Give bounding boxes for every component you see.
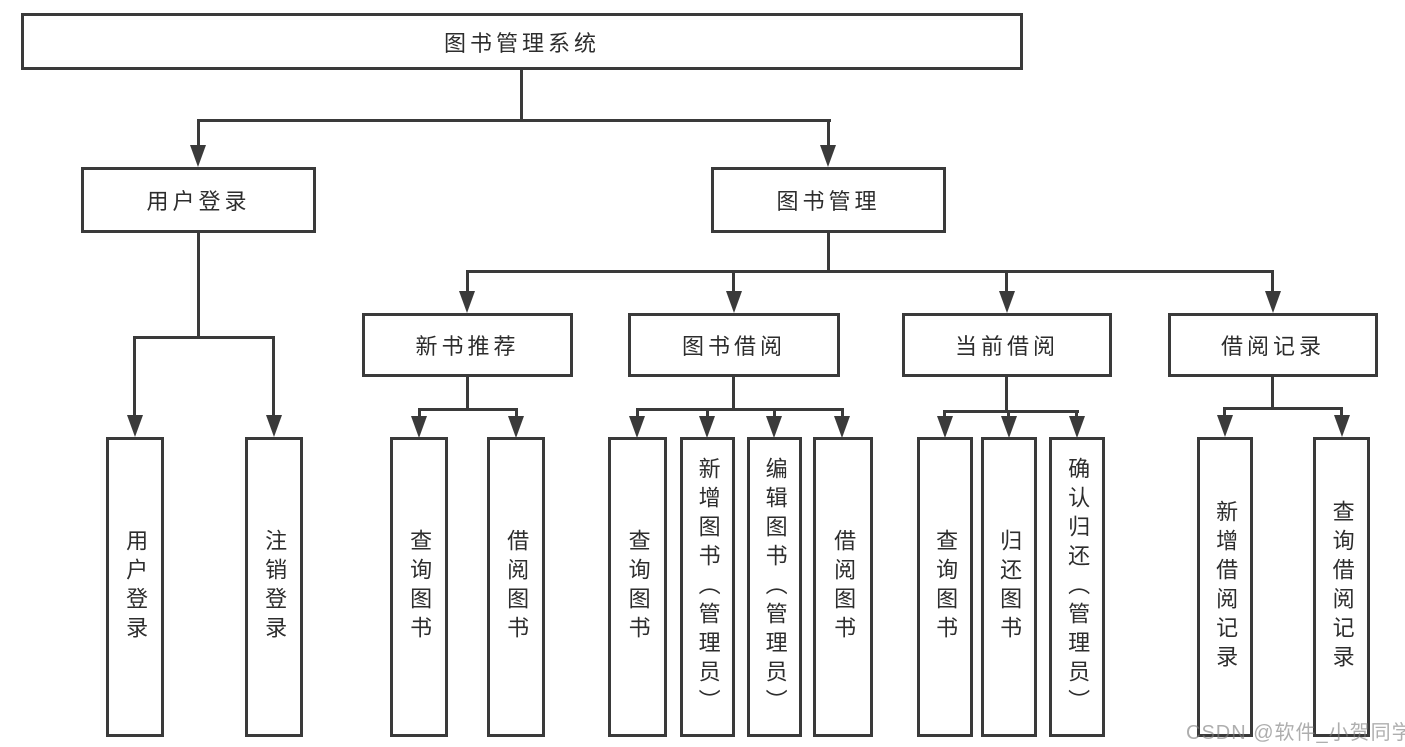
arrowhead-icon — [190, 145, 206, 167]
leaf-confirm-return-admin: 确认归还（管理员） — [1049, 437, 1105, 737]
connector-drop-level3 — [1005, 270, 1008, 293]
arrowhead-icon — [999, 291, 1015, 313]
connector-recommend-bus — [418, 408, 518, 411]
arrowhead-icon — [629, 416, 645, 438]
leaf-edit-books-admin: 编辑图书（管理员） — [747, 437, 802, 737]
leaf-label: 归还图书 — [997, 529, 1023, 645]
connector-current-bus — [943, 410, 1079, 413]
connector-drop-leaf — [133, 336, 136, 418]
connector-level2-bus — [197, 119, 831, 122]
leaf-label: 注销登录 — [262, 529, 288, 645]
connector-drop-leaf — [1075, 410, 1078, 418]
connector-current-stem — [1005, 377, 1008, 412]
leaf-user-login: 用户登录 — [106, 437, 164, 737]
arrowhead-icon — [1265, 291, 1281, 313]
arrowhead-icon — [820, 145, 836, 167]
arrowhead-icon — [834, 416, 850, 438]
leaf-query-books-borrowing: 查询图书 — [608, 437, 667, 737]
connector-drop-leaf — [706, 408, 709, 418]
leaf-query-borrow-record: 查询借阅记录 — [1313, 437, 1370, 737]
arrowhead-icon — [937, 416, 953, 438]
leaf-label: 借阅图书 — [504, 529, 530, 645]
arrowhead-icon — [1217, 415, 1233, 437]
connector-drop-leaf — [418, 408, 421, 418]
connector-drop-level3 — [466, 270, 469, 293]
arrowhead-icon — [1334, 415, 1350, 437]
leaf-label: 借阅图书 — [831, 529, 857, 645]
leaf-label: 新增图书（管理员） — [695, 456, 721, 718]
node-borrowing-records: 借阅记录 — [1168, 313, 1378, 377]
leaf-logout-login: 注销登录 — [245, 437, 303, 737]
leaf-label: 查询图书 — [625, 529, 651, 645]
node-library-system: 图书管理系统 — [21, 13, 1023, 70]
connector-drop-book-management — [827, 119, 830, 147]
connector-drop-leaf — [272, 336, 275, 418]
connector-drop-leaf — [841, 408, 844, 418]
arrowhead-icon — [411, 416, 427, 438]
arrowhead-icon — [127, 415, 143, 437]
arrowhead-icon — [266, 415, 282, 437]
leaf-label: 查询借阅记录 — [1329, 500, 1355, 674]
leaf-query-books-recommend: 查询图书 — [390, 437, 448, 737]
leaf-label: 确认归还（管理员） — [1065, 456, 1091, 718]
connector-records-stem — [1271, 377, 1274, 409]
connector-login-stem — [197, 233, 200, 338]
node-new-book-recommend: 新书推荐 — [362, 313, 573, 377]
leaf-borrow-books-borrowing: 借阅图书 — [813, 437, 873, 737]
arrowhead-icon — [699, 416, 715, 438]
node-user-login: 用户登录 — [81, 167, 316, 233]
leaf-query-books-current: 查询图书 — [917, 437, 973, 737]
watermark-text: CSDN @软件_小贺同学 — [1186, 722, 1405, 744]
connector-drop-leaf — [943, 410, 946, 418]
connector-drop-level3 — [1271, 270, 1274, 293]
arrowhead-icon — [508, 416, 524, 438]
arrowhead-icon — [726, 291, 742, 313]
leaf-label: 编辑图书（管理员） — [762, 456, 788, 718]
leaf-borrow-books-recommend: 借阅图书 — [487, 437, 545, 737]
connector-drop-leaf — [515, 408, 518, 418]
connector-drop-level3 — [732, 270, 735, 293]
node-book-management: 图书管理 — [711, 167, 946, 233]
arrowhead-icon — [766, 416, 782, 438]
connector-borrowing-stem — [732, 377, 735, 410]
connector-root-stem — [520, 70, 523, 119]
connector-drop-leaf — [1223, 407, 1226, 417]
leaf-add-books-admin: 新增图书（管理员） — [680, 437, 735, 737]
leaf-label: 查询图书 — [407, 529, 433, 645]
leaf-label: 新增借阅记录 — [1213, 500, 1239, 674]
connector-drop-leaf — [1007, 410, 1010, 418]
connector-drop-user-login — [197, 119, 200, 147]
arrowhead-icon — [1001, 416, 1017, 438]
leaf-add-borrow-record: 新增借阅记录 — [1197, 437, 1253, 737]
connector-book-mgmt-stem — [827, 233, 830, 272]
node-current-borrowing: 当前借阅 — [902, 313, 1112, 377]
leaf-return-books: 归还图书 — [981, 437, 1037, 737]
connector-level3-bus — [466, 270, 1274, 273]
connector-login-bus — [133, 336, 275, 339]
node-book-borrowing: 图书借阅 — [628, 313, 840, 377]
connector-borrowing-bus — [636, 408, 844, 411]
connector-drop-leaf — [636, 408, 639, 418]
connector-records-bus — [1223, 407, 1343, 410]
connector-drop-leaf — [1340, 407, 1343, 417]
arrowhead-icon — [459, 291, 475, 313]
connector-drop-leaf — [773, 408, 776, 418]
leaf-label: 查询图书 — [933, 529, 959, 645]
leaf-label: 用户登录 — [123, 529, 149, 645]
connector-recommend-stem — [466, 377, 469, 410]
arrowhead-icon — [1069, 416, 1085, 438]
